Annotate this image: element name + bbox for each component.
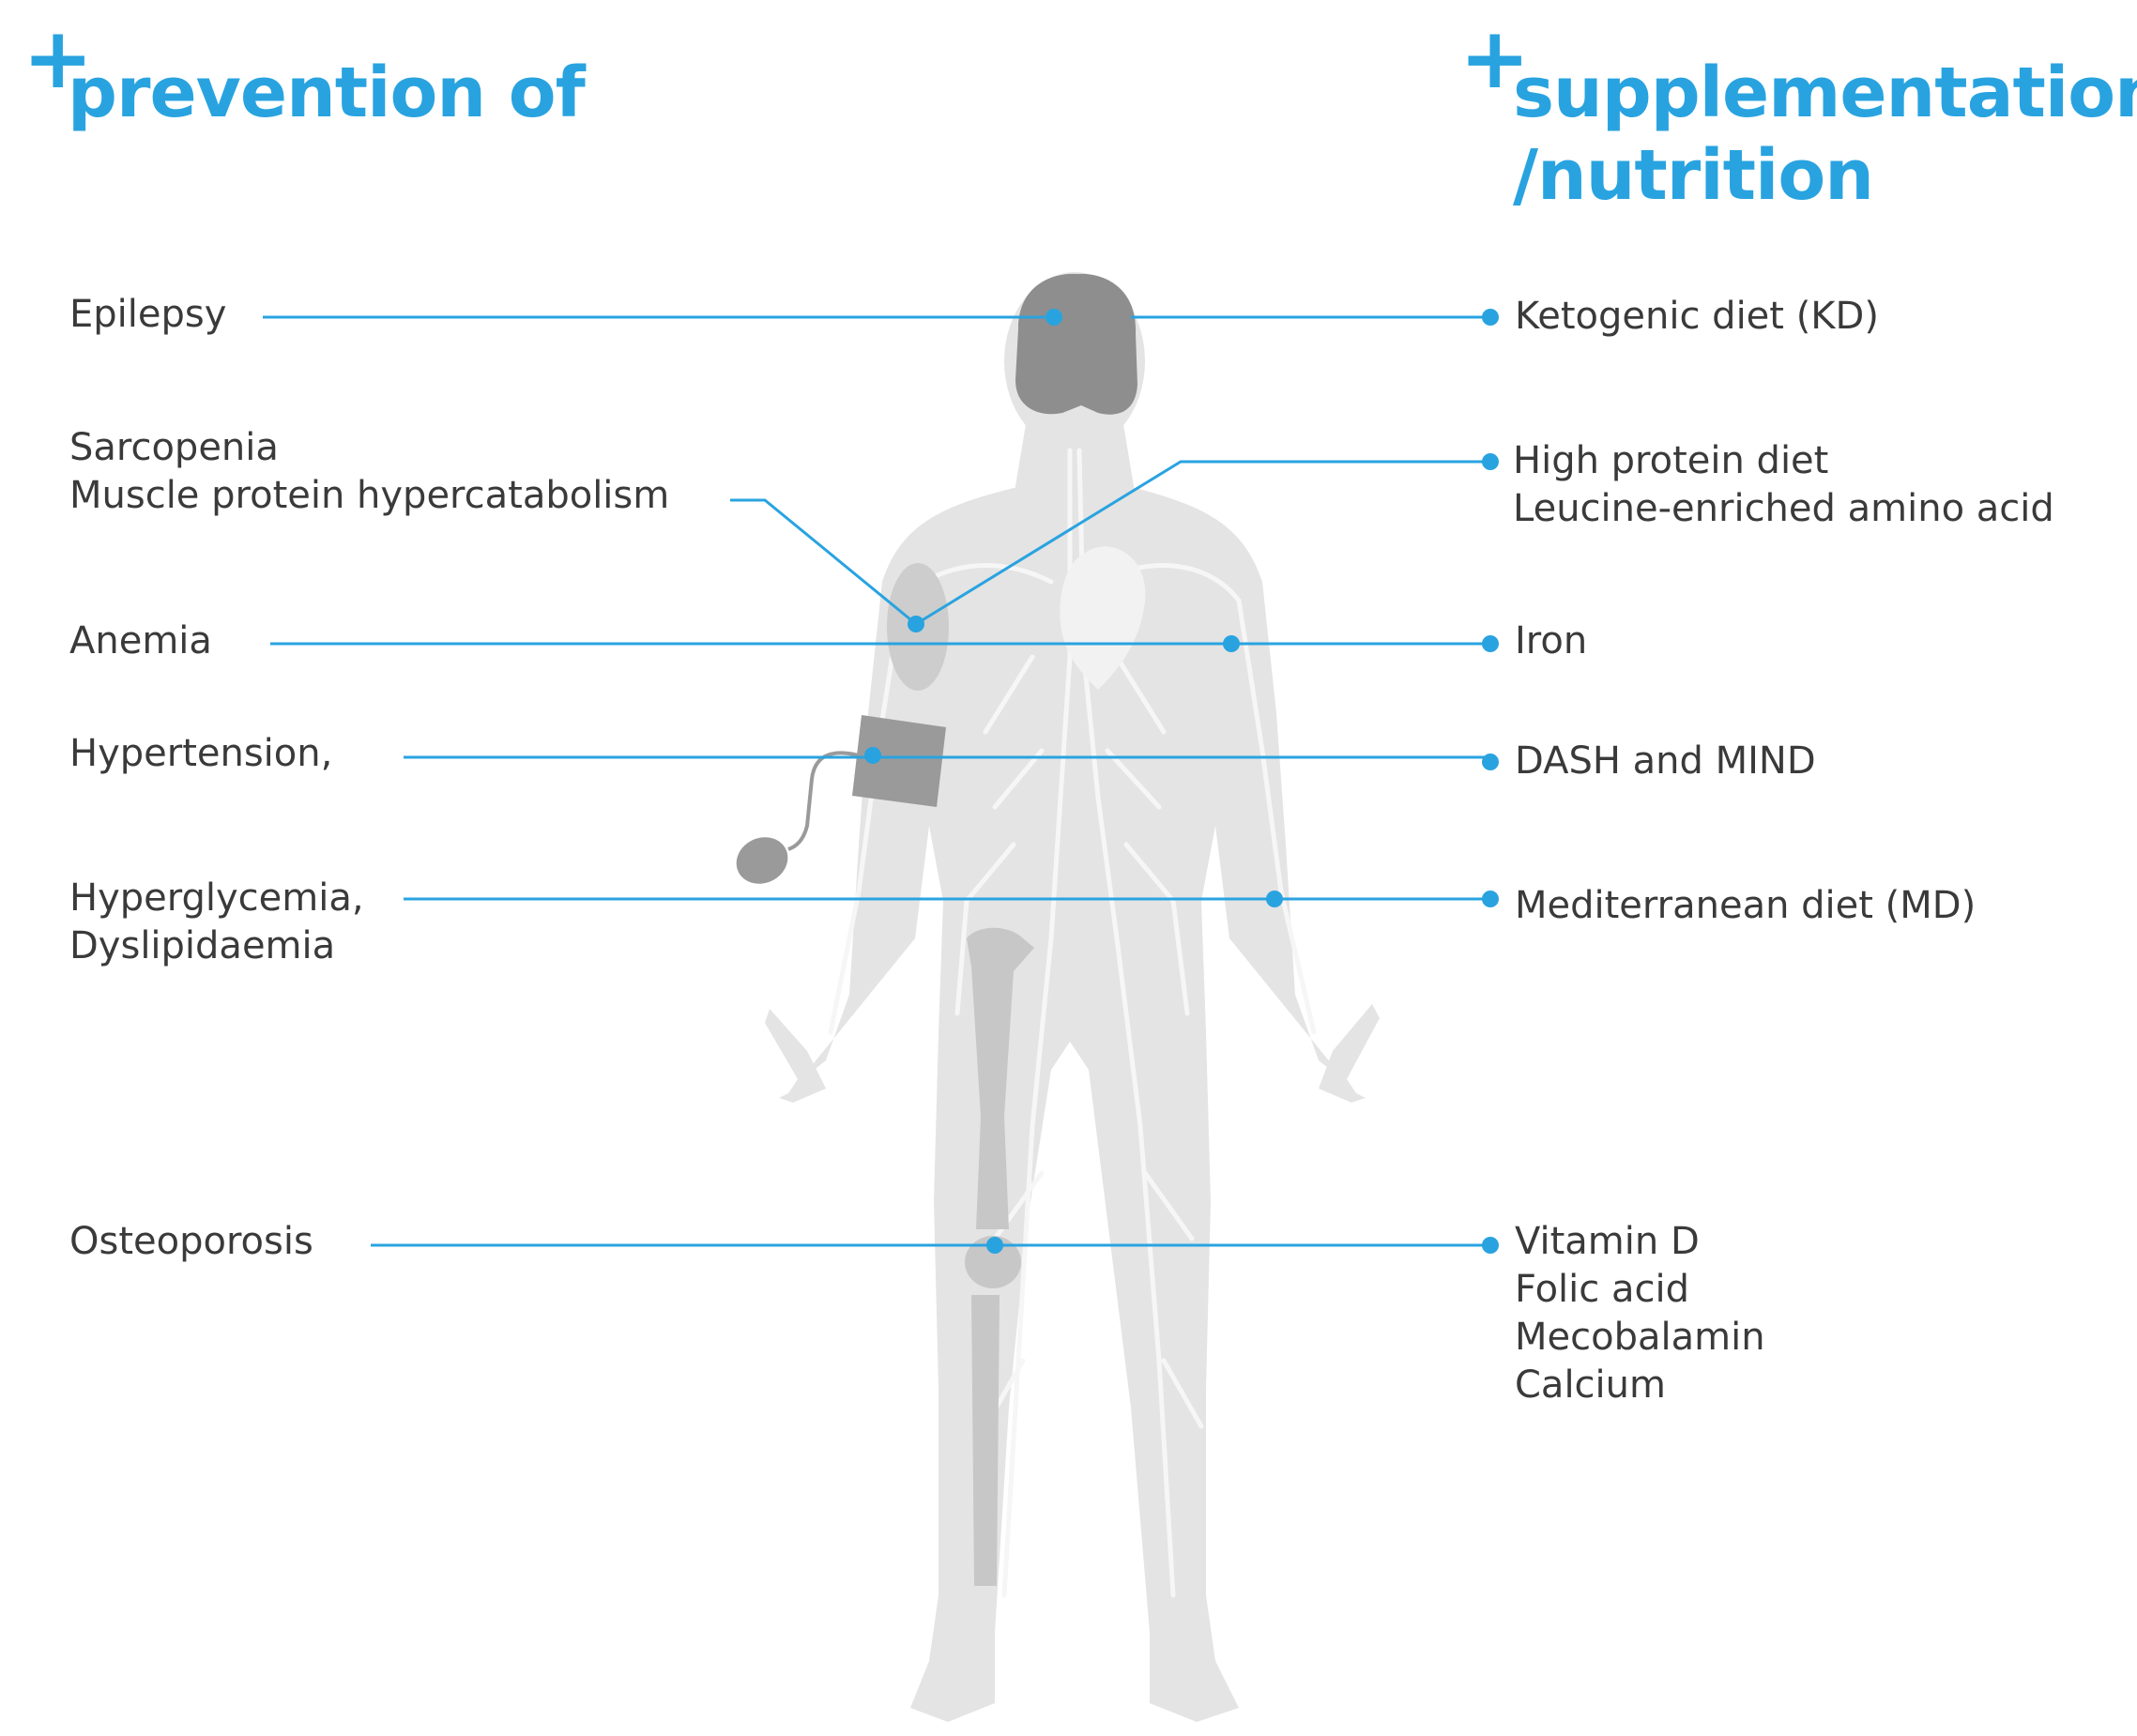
condition-line: Hypertension, bbox=[69, 732, 333, 775]
dot-end-kd bbox=[1482, 309, 1499, 326]
intervention-iron: Iron bbox=[1515, 617, 1587, 665]
intervention-line: Mecobalamin bbox=[1515, 1316, 1765, 1359]
vessel-network bbox=[828, 448, 1317, 1598]
right-header-title-line1: supplementation bbox=[1513, 53, 2137, 133]
connector-protein bbox=[915, 460, 1489, 626]
condition-line: Muscle protein hypercatabolism bbox=[69, 474, 670, 517]
dot-brain bbox=[1046, 309, 1062, 326]
right-header-title-line2: /nutrition bbox=[1513, 135, 1874, 216]
dot-end-vitamins bbox=[1482, 1237, 1499, 1254]
intervention-line: Vitamin D bbox=[1515, 1220, 1700, 1263]
condition-sarcopenia: Sarcopenia Muscle protein hypercatabolis… bbox=[69, 424, 669, 520]
body-dots bbox=[864, 309, 1283, 1254]
connector-lines bbox=[263, 315, 1489, 1247]
intervention-line: Leucine-enriched amino acid bbox=[1513, 487, 2054, 530]
condition-line: Hyperglycemia, bbox=[69, 876, 364, 920]
intervention-line: DASH and MIND bbox=[1515, 739, 1816, 783]
dot-end-iron bbox=[1482, 635, 1499, 652]
intervention-line: Iron bbox=[1515, 619, 1588, 662]
condition-osteoporosis: Osteoporosis bbox=[69, 1218, 313, 1266]
condition-line: Dyslipidaemia bbox=[69, 924, 336, 967]
femur-bone bbox=[965, 927, 1034, 1586]
intervention-md: Mediterranean diet (MD) bbox=[1515, 882, 1976, 930]
heart-shape bbox=[1060, 546, 1146, 690]
intervention-line: Folic acid bbox=[1515, 1268, 1689, 1311]
dot-muscle bbox=[908, 616, 924, 632]
intervention-line: Ketogenic diet (KD) bbox=[1515, 295, 1879, 338]
brain-shape bbox=[1015, 273, 1137, 415]
intervention-line: Calcium bbox=[1515, 1363, 1666, 1407]
condition-anemia: Anemia bbox=[69, 617, 212, 665]
condition-hyperglycemia: Hyperglycemia, Dyslipidaemia bbox=[69, 875, 364, 970]
left-plus-icon: + bbox=[23, 9, 94, 108]
left-header-title: prevention of bbox=[68, 53, 586, 133]
dot-cuff bbox=[864, 747, 881, 764]
dot-arm-vessel bbox=[1223, 635, 1240, 652]
intervention-dash: DASH and MIND bbox=[1515, 738, 1816, 785]
condition-line: Sarcopenia bbox=[69, 426, 279, 469]
condition-hypertension: Hypertension, bbox=[69, 730, 332, 778]
condition-line: Osteoporosis bbox=[69, 1220, 313, 1263]
right-plus-icon: + bbox=[1459, 9, 1531, 108]
intervention-line: Mediterranean diet (MD) bbox=[1515, 884, 1977, 927]
intervention-line: High protein diet bbox=[1513, 439, 1829, 482]
bp-cuff bbox=[736, 715, 946, 884]
endpoint-dots bbox=[1482, 309, 1499, 1254]
condition-line: Epilepsy bbox=[69, 293, 227, 336]
intervention-vitamins: Vitamin D Folic acid Mecobalamin Calcium bbox=[1515, 1218, 1765, 1409]
dot-end-md bbox=[1482, 891, 1499, 907]
dot-forearm bbox=[1266, 891, 1283, 907]
dot-end-protein bbox=[1482, 453, 1499, 470]
intervention-kd: Ketogenic diet (KD) bbox=[1515, 293, 1879, 341]
intervention-protein: High protein diet Leucine-enriched amino… bbox=[1513, 437, 2054, 533]
condition-epilepsy: Epilepsy bbox=[69, 291, 226, 339]
dot-end-dash bbox=[1482, 754, 1499, 770]
dot-knee bbox=[986, 1237, 1003, 1254]
connector-sarcopenia bbox=[730, 498, 917, 626]
condition-line: Anemia bbox=[69, 619, 212, 662]
